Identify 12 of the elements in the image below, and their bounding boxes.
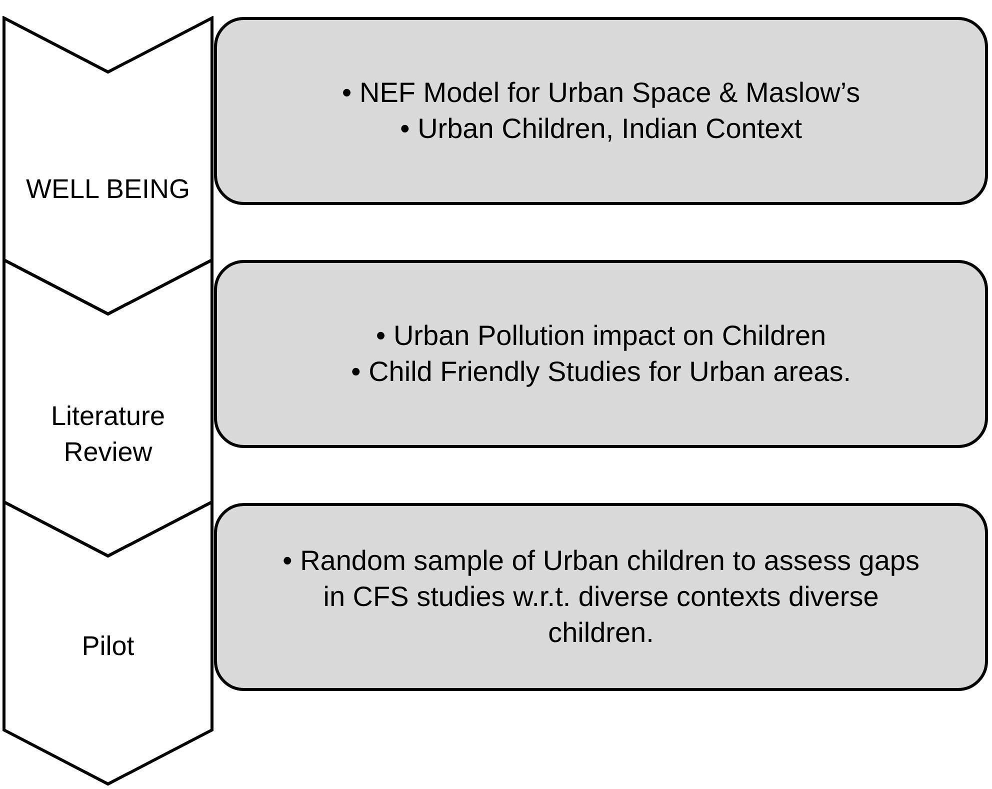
bullet-text: • Random sample of Urban children to assess gaps in CFS studies w.r.t. diverse contexts diverse children. [281, 544, 920, 650]
step-label: Literature Review [50, 400, 166, 469]
content-panel [214, 260, 988, 448]
step-label: WELL BEING [24, 173, 192, 206]
bullet-text: • Child Friendly Studies for Urban areas. [350, 355, 852, 389]
content-panel [214, 17, 988, 205]
bullet-text: • Urban Pollution impact on Children [374, 319, 828, 353]
step-label: Pilot [80, 630, 136, 663]
bullet-text: • NEF Model for Urban Space & Maslow’s [342, 76, 860, 110]
bullet-text: • Urban Children, Indian Context [398, 112, 804, 146]
content-panel [214, 503, 988, 691]
chevron-step [2, 500, 214, 786]
